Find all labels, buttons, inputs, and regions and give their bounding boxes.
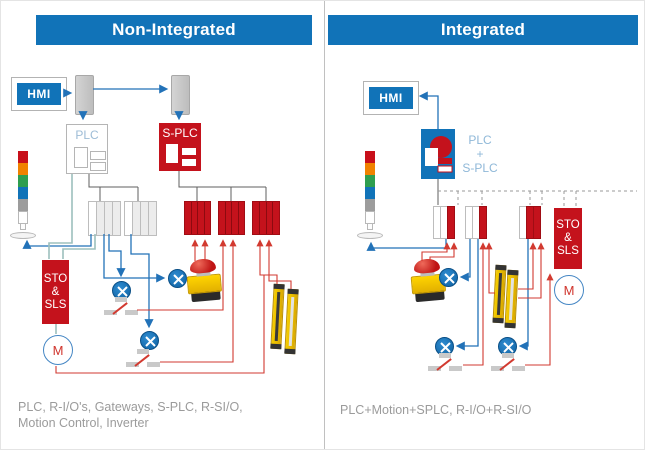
indicator-lamp-icon: [435, 337, 454, 356]
gateway-icon: [171, 75, 190, 115]
plc-module-shape: [90, 151, 106, 160]
right-panel-header: Integrated: [328, 15, 638, 45]
emergency-stop-icon: [183, 257, 225, 303]
mixed-io-module-icon: [519, 206, 541, 239]
motor-icon: M: [554, 275, 584, 305]
left-plc-box: PLC: [66, 124, 108, 174]
right-caption: PLC+Motion+SPLC, R-I/O+R-SI/O: [340, 403, 532, 417]
indicator-lamp-icon: [140, 331, 159, 350]
left-caption: PLC, R-I/O's, Gateways, S-PLC, R-SI/O, M…: [18, 399, 243, 431]
caption-line: PLC, R-I/O's, Gateways, S-PLC, R-SI/O,: [18, 400, 243, 414]
limit-switch-icon: [104, 297, 138, 317]
panel-divider: [324, 1, 325, 449]
safety-io-module-icon: [252, 201, 280, 235]
right-dashed-bus: [438, 190, 637, 207]
gateway-icon: [75, 75, 94, 115]
right-hmi-box: HMI: [363, 81, 419, 115]
left-sto-sls-box: STO & SLS: [42, 260, 69, 324]
safety-io-module-icon: [218, 201, 245, 235]
signal-tower-icon: [10, 151, 36, 239]
hmi-screen: HMI: [17, 83, 61, 105]
right-sto-sls-box: STO & SLS: [554, 208, 582, 269]
left-bus-lines: [88, 171, 267, 201]
indicator-lamp-icon: [439, 268, 458, 287]
limit-switch-icon: [126, 349, 160, 369]
mixed-io-module-icon: [465, 206, 487, 239]
mixed-io-module-icon: [433, 206, 455, 239]
splc-module-shape: [166, 144, 178, 163]
left-hmi-box: HMI: [11, 77, 67, 111]
light-curtain-icon: [270, 283, 285, 350]
caption-line: Motion Control, Inverter: [18, 416, 149, 430]
left-panel-header: Non-Integrated: [36, 15, 312, 45]
limit-switch-icon: [491, 353, 525, 373]
splc-module-shape: [182, 148, 196, 155]
right-plc-splc-box: [421, 129, 455, 179]
left-safety-plc-box: S-PLC: [159, 123, 201, 171]
io-module-icon: [88, 201, 121, 236]
safety-io-module-icon: [184, 201, 211, 235]
light-curtain-icon: [504, 269, 519, 329]
plc-module-shape: [90, 162, 106, 171]
io-module-icon: [124, 201, 157, 236]
plc-module-shape: [74, 147, 88, 168]
hmi-screen: HMI: [369, 87, 413, 109]
splc-module-shape: [182, 159, 196, 166]
splc-label: S-PLC: [162, 126, 198, 140]
left-safety-lines: [55, 239, 292, 374]
signal-tower-icon: [357, 151, 383, 239]
motor-icon: M: [43, 335, 73, 365]
limit-switch-icon: [428, 353, 462, 373]
light-curtain-icon: [284, 288, 299, 355]
plc-splc-label: PLC + S-PLC: [462, 133, 498, 175]
plc-label: PLC: [75, 128, 99, 142]
plc-splc-logo: [425, 136, 453, 173]
